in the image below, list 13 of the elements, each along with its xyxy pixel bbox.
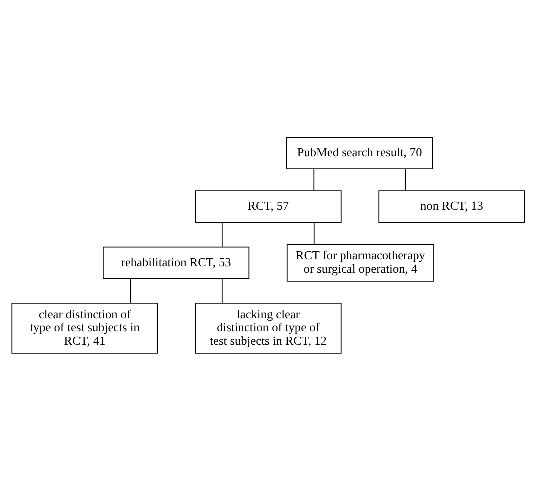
connector	[314, 222, 315, 245]
connector	[405, 168, 406, 192]
node-box: RCT for pharmacotherapy or surgical operation, 4	[286, 244, 434, 282]
connector	[222, 222, 223, 248]
connector	[314, 168, 315, 192]
node-box: lacking clear distinction of type of test subjects in RCT, 12	[195, 303, 342, 354]
connector	[222, 278, 223, 304]
node-box: clear distinction of type of test subjects in RCT, 41	[12, 303, 158, 354]
connector	[130, 278, 132, 304]
node-box: rehabilitation RCT, 53	[103, 246, 250, 280]
node-box: non RCT, 13	[378, 190, 526, 224]
node-box: RCT, 57	[195, 190, 342, 224]
node-box: PubMed search result, 70	[286, 137, 434, 170]
